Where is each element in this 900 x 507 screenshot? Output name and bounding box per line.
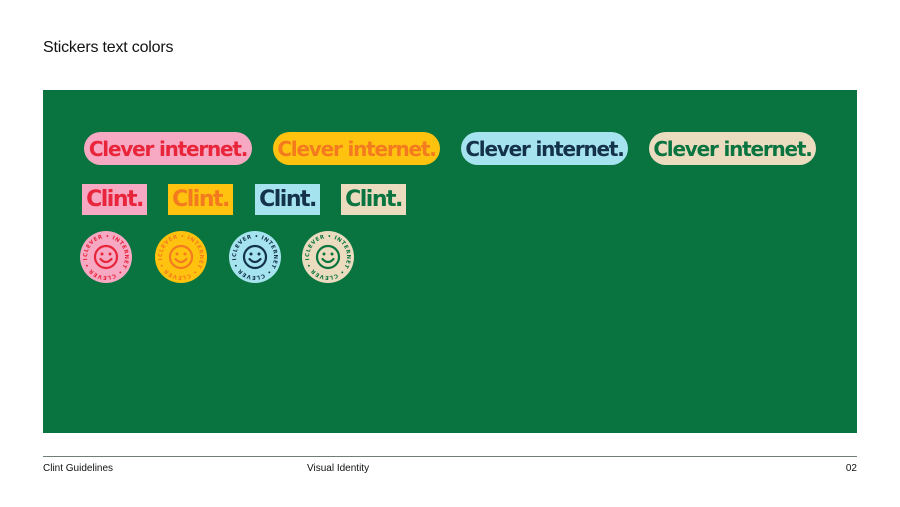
sticker-pill-label: Clever internet. — [88, 136, 249, 161]
page-title: Stickers text colors — [43, 39, 174, 56]
sticker-tag-label: Clint. — [172, 187, 230, 212]
smiley-icon — [242, 244, 268, 270]
sticker-tag-yellow: Clint. — [168, 184, 233, 215]
smiley-icon — [168, 244, 194, 270]
sticker-badge-blue: CLEVER • INTERNET • CLEVER • INTERNET • — [229, 231, 281, 283]
sticker-pill-yellow: Clever internet. — [273, 132, 440, 165]
sticker-tag-label: Clint. — [259, 187, 317, 212]
footer-doc-title: Clint Guidelines — [43, 463, 114, 474]
sticker-tag-pink: Clint. — [82, 184, 147, 215]
footer-section: Visual Identity — [307, 463, 370, 474]
sticker-tag-label: Clint. — [86, 187, 144, 212]
sticker-tag-blue: Clint. — [255, 184, 320, 215]
sticker-panel: Clever internet. Clever internet. Clever… — [43, 90, 857, 433]
sticker-badge-beige: CLEVER • INTERNET • CLEVER • INTERNET • — [302, 231, 354, 283]
smiley-icon — [93, 244, 119, 270]
sticker-pill-label: Clever internet. — [465, 136, 625, 161]
sticker-tag-beige: Clint. — [341, 184, 406, 215]
footer-page-number: 02 — [845, 463, 857, 474]
sticker-pill-blue: Clever internet. — [461, 132, 628, 165]
sticker-badge-pink: CLEVER • INTERNET • CLEVER • INTERNET • — [80, 231, 132, 283]
sticker-badge-yellow: CLEVER • INTERNET • CLEVER • INTERNET • — [155, 231, 207, 283]
sticker-pill-label: Clever internet. — [653, 136, 813, 161]
sticker-tag-label: Clint. — [345, 187, 403, 212]
smiley-icon — [315, 244, 341, 270]
sticker-pill-label: Clever internet. — [277, 136, 437, 161]
sticker-pill-beige: Clever internet. — [649, 132, 816, 165]
footer-divider — [43, 456, 857, 457]
sticker-pill-pink: Clever internet. — [84, 132, 252, 165]
